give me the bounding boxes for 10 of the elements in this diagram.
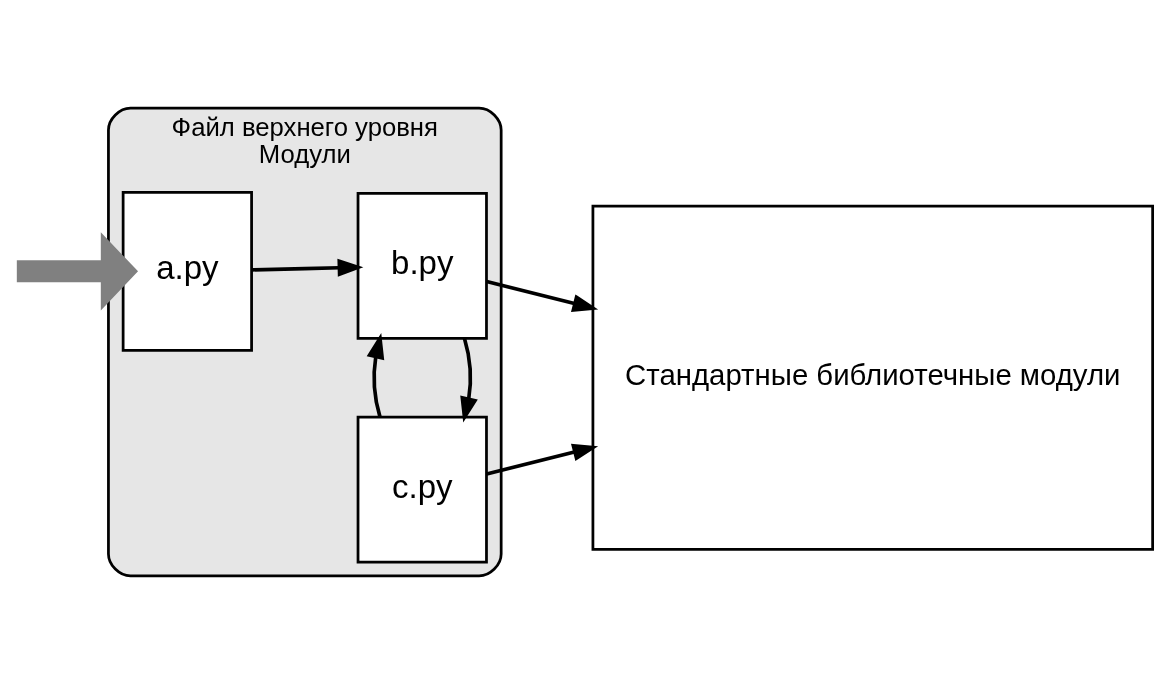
arrow <box>16 232 139 311</box>
node-box: Стандартные библиотечные модули <box>591 204 1154 551</box>
node-box: a.py <box>121 191 253 352</box>
node-box: c.py <box>356 415 488 564</box>
arrow <box>251 258 364 277</box>
arrow <box>486 443 599 476</box>
arrow <box>366 333 385 418</box>
node-box: b.py <box>356 191 488 340</box>
arrow <box>460 338 478 423</box>
arrow <box>486 279 599 312</box>
